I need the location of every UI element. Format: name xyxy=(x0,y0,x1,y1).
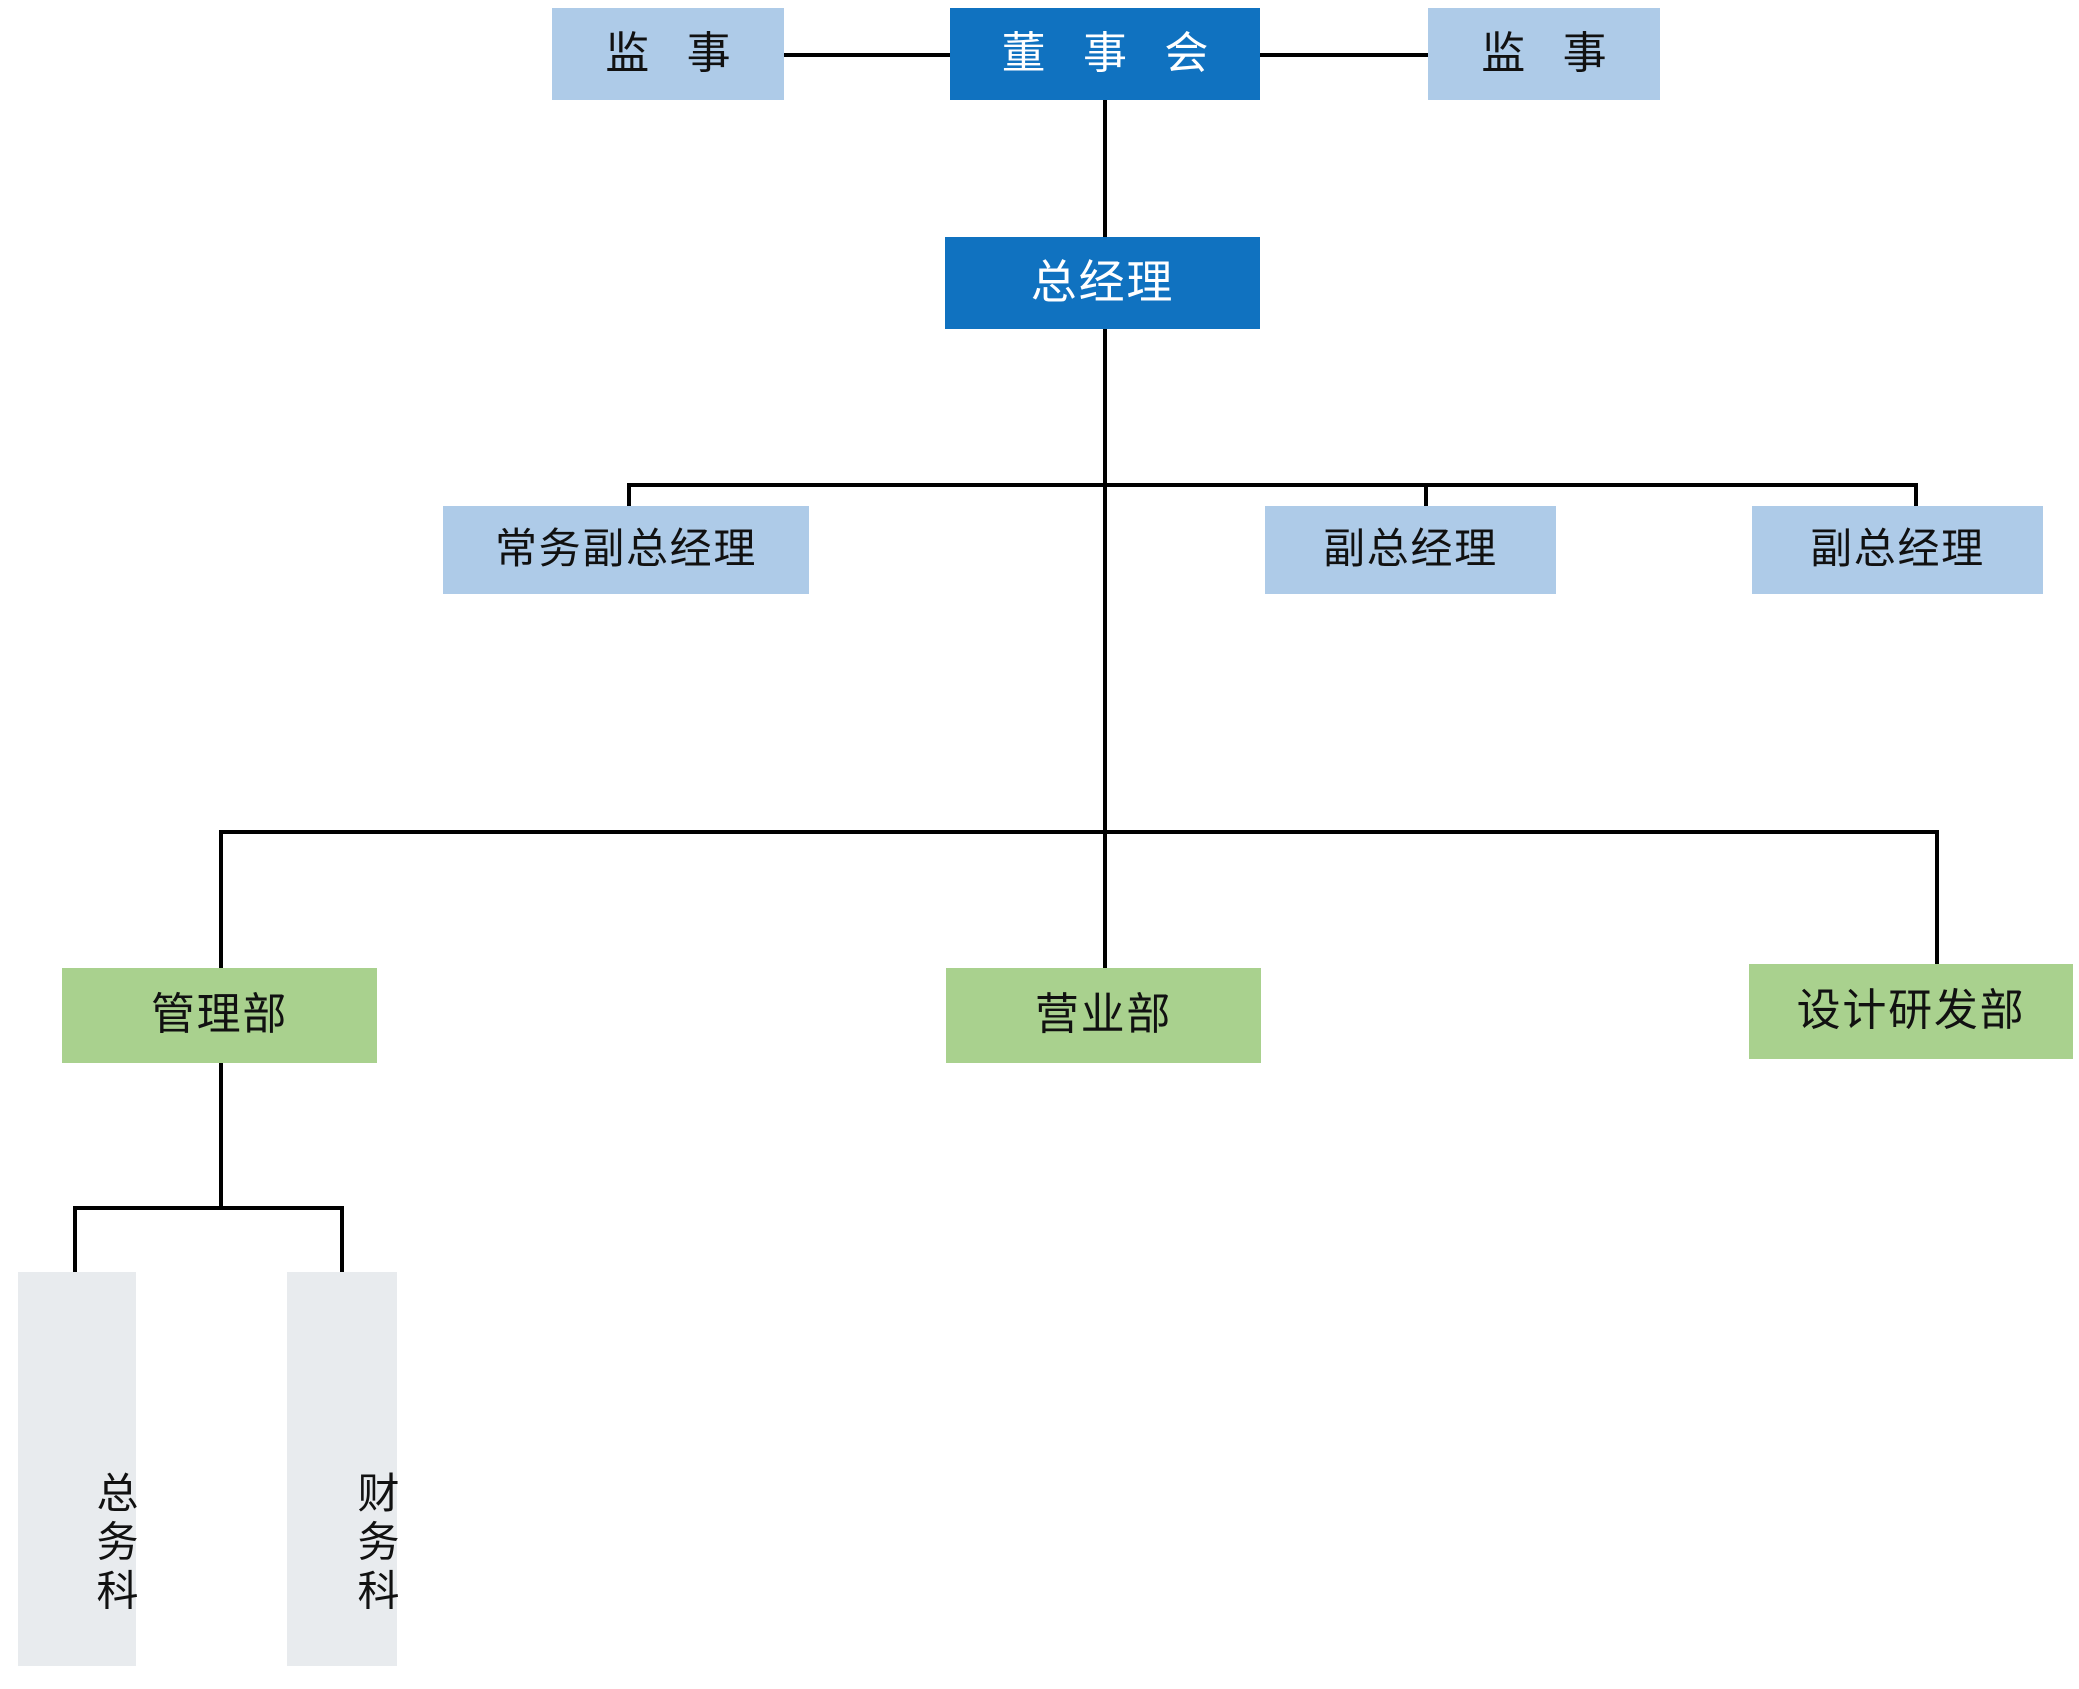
connector-general-manager-trunk xyxy=(1103,329,1107,832)
node-board-of-directors-label: 董 事 会 xyxy=(1001,28,1222,78)
node-vp-three[interactable]: 副总经理 xyxy=(1752,506,2043,594)
node-vp-executive-label: 常务副总经理 xyxy=(494,526,758,573)
connector-vp-three-drop xyxy=(1914,483,1918,506)
node-vp-three-label: 副总经理 xyxy=(1810,526,1985,573)
node-section-finance[interactable]: 财务科 xyxy=(287,1272,397,1666)
node-department-admin-label: 管理部 xyxy=(150,990,289,1040)
node-section-general-affairs[interactable]: 总务科 xyxy=(18,1272,136,1666)
connector-board-to-general-manager xyxy=(1103,100,1107,238)
connector-vp-two-drop xyxy=(1424,483,1428,506)
node-general-manager-label: 总经理 xyxy=(1030,256,1175,308)
node-department-admin[interactable]: 管理部 xyxy=(62,968,377,1063)
node-vp-two-label: 副总经理 xyxy=(1323,526,1498,573)
node-section-general-affairs-label: 总务科 xyxy=(90,1470,136,1618)
connector-section-bus xyxy=(73,1206,344,1210)
connector-vp-bus xyxy=(627,483,1918,487)
node-section-finance-label: 财务科 xyxy=(351,1470,397,1618)
connector-board-to-supervisor-right xyxy=(1258,53,1428,57)
node-vp-executive[interactable]: 常务副总经理 xyxy=(443,506,809,594)
node-supervisor-right-label: 监 事 xyxy=(1481,28,1620,78)
node-supervisor-left-label: 监 事 xyxy=(605,28,744,78)
connector-department-bus xyxy=(219,830,1939,834)
connector-supervisor-left-to-board xyxy=(782,53,952,57)
node-department-sales[interactable]: 营业部 xyxy=(946,968,1261,1063)
node-supervisor-left[interactable]: 监 事 xyxy=(552,8,784,100)
connector-dept-admin-drop xyxy=(219,830,223,968)
connector-dept-sales-drop xyxy=(1103,830,1107,968)
connector-admin-to-section-bus xyxy=(219,1063,223,1210)
node-department-sales-label: 营业部 xyxy=(1034,990,1173,1040)
connector-section-general-affairs-drop xyxy=(73,1206,77,1274)
node-supervisor-right[interactable]: 监 事 xyxy=(1428,8,1660,100)
connector-dept-design-rd-drop xyxy=(1935,830,1939,968)
node-general-manager[interactable]: 总经理 xyxy=(945,237,1260,329)
connector-vp-executive-drop xyxy=(627,483,631,506)
connector-section-finance-drop xyxy=(340,1206,344,1274)
node-board-of-directors[interactable]: 董 事 会 xyxy=(950,8,1260,100)
node-department-design-rd[interactable]: 设计研发部 xyxy=(1749,964,2073,1059)
node-vp-two[interactable]: 副总经理 xyxy=(1265,506,1556,594)
node-department-design-rd-label: 设计研发部 xyxy=(1796,986,2026,1036)
